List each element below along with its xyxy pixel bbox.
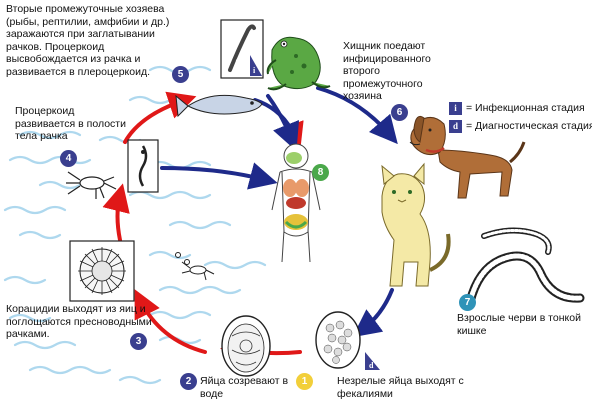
step-badge-3: 3 bbox=[130, 333, 147, 350]
legend-infective-text: = Инфекционная стадия bbox=[466, 102, 585, 114]
eggs-text: Незрелые яйца выходят с фекалиями bbox=[337, 375, 464, 400]
unembryonated-egg-icon bbox=[315, 311, 361, 369]
coracidium-panel bbox=[69, 240, 135, 302]
step-5-text: Вторые промежуточные хозяева (рыбы, репт… bbox=[6, 3, 170, 78]
step-4-text: Процеркоид развивается в полости тела ра… bbox=[15, 105, 126, 142]
step-badge-7: 7 bbox=[459, 294, 476, 311]
legend-diagnostic-text: = Диагностическая стадия bbox=[466, 120, 592, 132]
step-badge-4: 4 bbox=[60, 150, 77, 167]
arrow-copepod-to-fish bbox=[123, 91, 197, 144]
arrow-coracidium-to-copepod bbox=[102, 183, 130, 242]
step-badge-2: 2 bbox=[180, 373, 197, 390]
svg-text:i: i bbox=[253, 66, 256, 75]
cat-icon bbox=[381, 162, 451, 287]
arrow-frog-to-predator bbox=[316, 86, 398, 145]
adult-worms-icon bbox=[465, 227, 585, 307]
human-icon bbox=[271, 143, 321, 263]
diagnostic-stage-icon: d bbox=[449, 120, 462, 133]
arrow-copepod-to-human bbox=[160, 162, 278, 190]
step-6-text: Хищник поедают инфицированного второго п… bbox=[343, 40, 431, 102]
step-badge-8: 8 bbox=[312, 164, 329, 181]
arrow-frog-to-human bbox=[266, 94, 300, 152]
copepod-icon bbox=[66, 171, 117, 199]
frog-icon bbox=[266, 36, 331, 91]
dog-icon bbox=[409, 115, 526, 199]
step-badge-1: 1 bbox=[296, 373, 313, 390]
arrow-egg-to-coracidium bbox=[134, 289, 207, 354]
step-7-text: Взрослые черви в тонкой кишке bbox=[457, 312, 581, 337]
step-3-text: Корацидии выходят из яиц и поглощаются п… bbox=[6, 303, 152, 340]
infective-stage-icon: i bbox=[449, 102, 462, 115]
procercoid-panel bbox=[127, 139, 159, 193]
step-2-text: Яйца созревают в воде bbox=[200, 375, 289, 400]
step-badge-5: 5 bbox=[172, 66, 189, 83]
svg-text:d: d bbox=[369, 361, 374, 370]
plerocercoid-panel: i bbox=[220, 19, 264, 79]
fish-icon bbox=[175, 94, 263, 118]
diagnostic-stage-mark-icon: d bbox=[365, 352, 380, 370]
copepod-small-icon bbox=[175, 252, 215, 281]
egg-in-water-icon bbox=[221, 315, 271, 377]
step-badge-6: 6 bbox=[391, 104, 408, 121]
arrow-adults-to-eggs bbox=[352, 288, 394, 338]
